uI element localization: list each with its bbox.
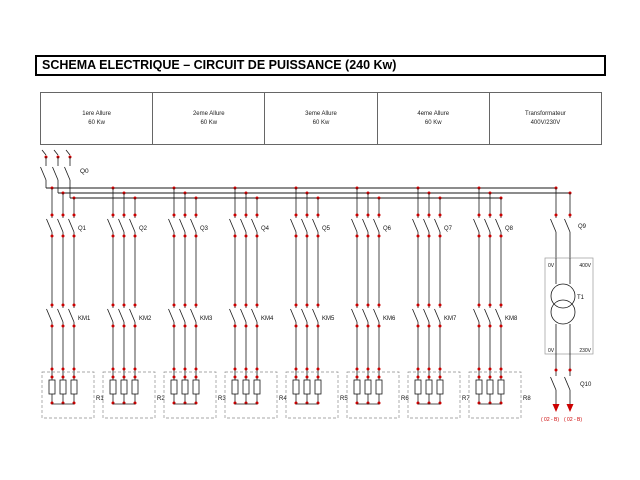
- svg-text:KM1: KM1: [78, 316, 91, 322]
- svg-text:KM5: KM5: [322, 316, 335, 322]
- svg-text:( 02 - B): ( 02 - B): [564, 417, 582, 423]
- svg-text:KM3: KM3: [200, 316, 213, 322]
- stage-label: 4eme Allure: [417, 111, 450, 117]
- svg-text:KM2: KM2: [139, 316, 152, 322]
- svg-text:KM8: KM8: [505, 316, 518, 322]
- stage-header-table: 1ere Allure 60 Kw 2eme Allure 60 Kw 3eme…: [40, 92, 602, 145]
- svg-text:Q9: Q9: [578, 224, 587, 230]
- svg-text:R4: R4: [279, 396, 287, 402]
- stage-label: 1ere Allure: [82, 111, 111, 117]
- svg-text:Q0: Q0: [80, 168, 89, 175]
- svg-text:( 02 - B): ( 02 - B): [541, 417, 559, 423]
- svg-text:R6: R6: [401, 396, 409, 402]
- svg-text:KM6: KM6: [383, 316, 396, 322]
- stage-power: 60 Kw: [88, 120, 105, 126]
- header-cell-stage3: 3eme Allure 60 Kw: [265, 93, 378, 144]
- svg-text:Q10: Q10: [580, 382, 592, 388]
- power-circuit-diagram: Q0Q1KM1R1Q2KM2R2Q3KM3R3Q4KM4R4Q5KM5R5Q6K…: [40, 149, 594, 423]
- svg-text:Q4: Q4: [261, 226, 270, 232]
- main-switch-Q0: Q0: [40, 149, 89, 198]
- output-arrow-icon: [552, 404, 560, 412]
- svg-text:Q3: Q3: [200, 226, 209, 232]
- svg-text:Q2: Q2: [139, 226, 148, 232]
- svg-text:Q5: Q5: [322, 226, 331, 232]
- svg-text:KM4: KM4: [261, 316, 274, 322]
- header-cell-stage1: 1ere Allure 60 Kw: [41, 93, 154, 144]
- page-title: SCHEMA ELECTRIQUE – CIRCUIT DE PUISSANCE…: [35, 55, 606, 76]
- stage-power: 60 Kw: [312, 120, 330, 126]
- svg-text:0V: 0V: [548, 348, 555, 354]
- transformer-section: Q9 0V 400V T1 0V 230V Q10 ( 02 - B) ( 02 - B): [541, 186, 594, 423]
- svg-text:Q7: Q7: [444, 226, 453, 232]
- svg-text:Q6: Q6: [383, 226, 392, 232]
- svg-text:400V: 400V: [579, 263, 591, 269]
- svg-text:R1: R1: [96, 396, 104, 402]
- svg-text:R8: R8: [523, 396, 531, 402]
- svg-text:R3: R3: [218, 396, 226, 402]
- header-cell-stage4: 4eme Allure 60 Kw: [378, 93, 490, 144]
- stage-label: 3eme Allure: [305, 111, 337, 117]
- svg-text:R5: R5: [340, 396, 348, 402]
- svg-text:KM7: KM7: [444, 316, 457, 322]
- svg-text:T1: T1: [577, 295, 585, 301]
- stage-label: Transformateur: [525, 111, 566, 117]
- stage-power: 60 Kw: [200, 120, 218, 126]
- svg-text:R7: R7: [462, 396, 470, 402]
- svg-text:Q8: Q8: [505, 226, 514, 232]
- stage-label: 2eme Allure: [192, 111, 225, 117]
- header-cell-transformer: Transformateur 400V/230V: [490, 93, 601, 144]
- header-cell-stage2: 2eme Allure 60 Kw: [153, 93, 266, 144]
- stage-power: 400V/230V: [530, 120, 561, 126]
- svg-text:Q1: Q1: [78, 226, 87, 232]
- svg-text:R2: R2: [157, 396, 165, 402]
- stage-power: 60 Kw: [424, 120, 442, 126]
- svg-text:230V: 230V: [579, 348, 591, 354]
- output-arrow-icon: [566, 404, 574, 412]
- svg-text:0V: 0V: [548, 263, 555, 269]
